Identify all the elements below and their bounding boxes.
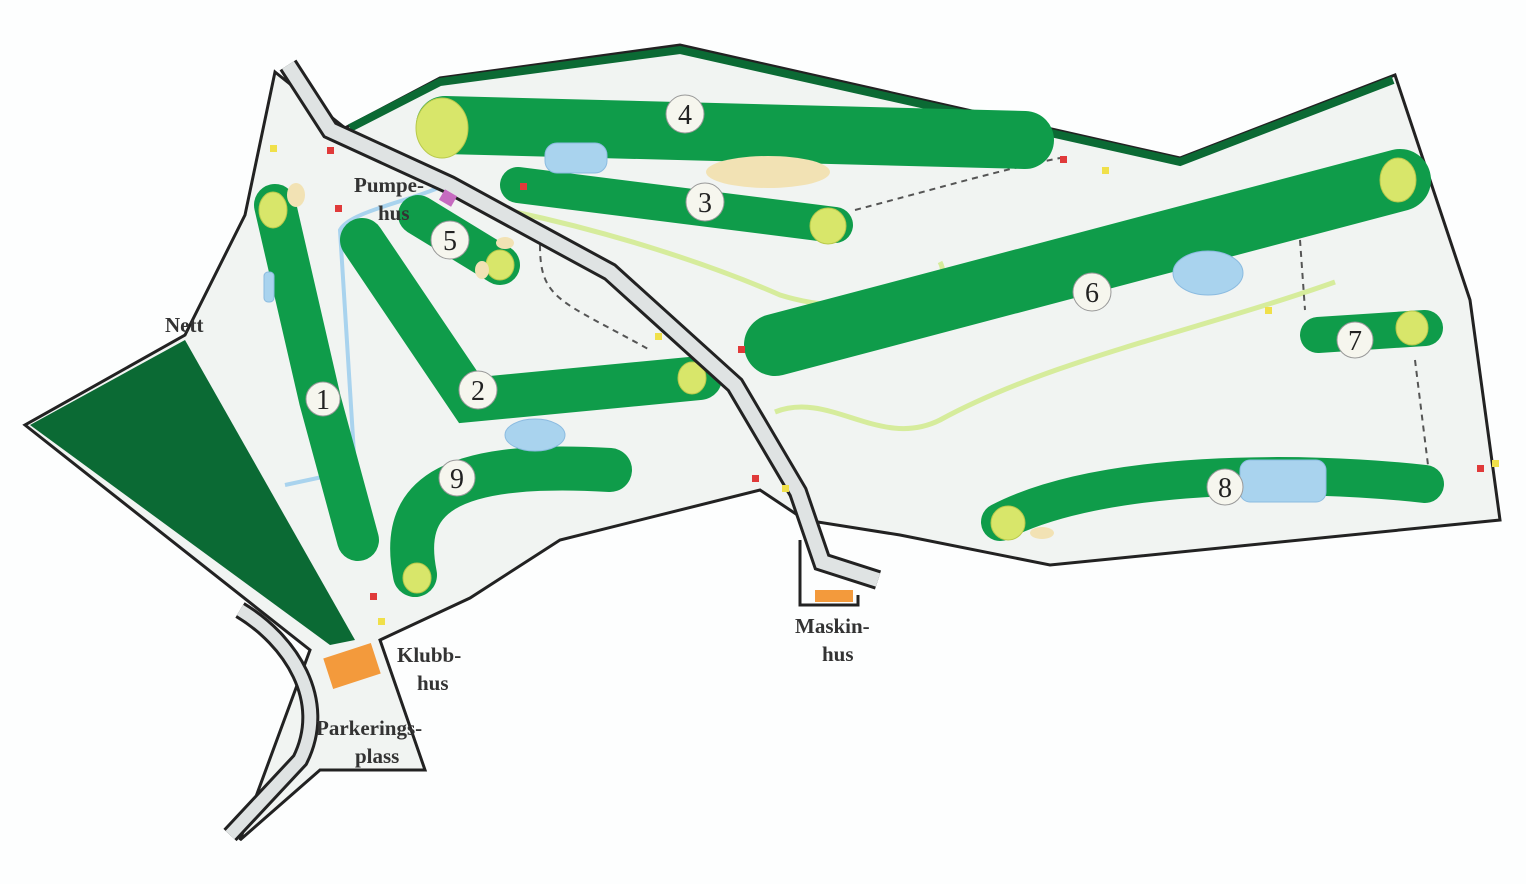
- parking-label: Parkerings-: [316, 716, 422, 740]
- walk-path: [539, 157, 1429, 466]
- pumphouse-label: Pumpe-: [354, 173, 424, 197]
- pond: [1172, 250, 1244, 296]
- green-1: [258, 191, 288, 229]
- bunker: [475, 261, 489, 279]
- bunker: [496, 237, 514, 249]
- green-7: [1395, 310, 1429, 346]
- tee-marker: [1265, 307, 1272, 314]
- tee-marker: [378, 618, 385, 625]
- svg-text:4: 4: [678, 100, 692, 131]
- svg-text:9: 9: [450, 464, 464, 495]
- hole-numbers: 1 2 3 4 5 6 7 8 9: [305, 94, 1374, 506]
- pond: [1239, 459, 1327, 503]
- tee-marker: [520, 183, 527, 190]
- tee-marker: [1102, 167, 1109, 174]
- hole-7-marker[interactable]: 7: [1336, 321, 1374, 359]
- tee-marker: [782, 485, 789, 492]
- tee-marker: [270, 145, 277, 152]
- fairway-9: [390, 446, 632, 597]
- hole-4-marker[interactable]: 4: [665, 94, 705, 134]
- tee-marker: [752, 475, 759, 482]
- tee-marker: [655, 333, 662, 340]
- svg-text:1: 1: [316, 385, 330, 416]
- water-hazards: [263, 142, 1327, 503]
- tee-marker: [1060, 156, 1067, 163]
- bunker: [287, 183, 305, 207]
- pond: [544, 142, 608, 174]
- fairway-3: [500, 167, 853, 243]
- hole-6-marker[interactable]: 6: [1072, 272, 1112, 312]
- svg-text:5: 5: [443, 226, 457, 257]
- hole-9-marker[interactable]: 9: [438, 459, 476, 497]
- clubhouse-building: [323, 643, 381, 689]
- bunker: [1030, 527, 1054, 539]
- tee-marker: [1477, 465, 1484, 472]
- road: [282, 61, 881, 587]
- tee-marker: [1492, 460, 1499, 467]
- green-2: [677, 361, 707, 395]
- machine-shed-label: Maskin-: [795, 614, 870, 638]
- green-5: [485, 249, 515, 281]
- tee-marker: [738, 346, 745, 353]
- access-road: [225, 604, 317, 840]
- green-6: [1379, 157, 1417, 203]
- machine-shed-building: [815, 590, 853, 602]
- svg-text:6: 6: [1085, 278, 1099, 309]
- hole-3-marker[interactable]: 3: [685, 182, 725, 222]
- svg-text:8: 8: [1218, 473, 1232, 504]
- tree-line: [348, 45, 1395, 167]
- bunker: [706, 156, 830, 188]
- svg-text:7: 7: [1348, 326, 1362, 357]
- green-3: [809, 207, 847, 245]
- green-9: [402, 562, 432, 594]
- hole-2-marker[interactable]: 2: [458, 370, 498, 410]
- fairway-4: [416, 96, 1054, 169]
- driving-range-net: [30, 340, 355, 645]
- greens: [258, 97, 1429, 594]
- hole-5-marker[interactable]: 5: [430, 220, 470, 260]
- nett-label: Nett: [165, 313, 203, 337]
- hole-1-marker[interactable]: 1: [305, 381, 341, 417]
- clubhouse-label: Klubb-: [397, 643, 461, 667]
- svg-text:2: 2: [471, 376, 485, 407]
- tee-marker: [335, 205, 342, 212]
- pumphouse-label: hus: [378, 201, 410, 225]
- svg-text:3: 3: [698, 188, 712, 219]
- tee-marker: [327, 147, 334, 154]
- tee-markers: [270, 145, 1499, 625]
- pumphouse-building: [438, 189, 458, 207]
- green-4: [415, 97, 469, 159]
- hole-8-marker[interactable]: 8: [1206, 468, 1244, 506]
- machine-shed-outline: [798, 540, 860, 607]
- pond: [504, 418, 566, 452]
- green-8: [990, 505, 1026, 541]
- cart-path: [774, 279, 1336, 432]
- fairway-8: [981, 457, 1444, 541]
- bunkers: [287, 156, 1054, 539]
- parking-label: plass: [355, 744, 399, 768]
- fairway-6: [744, 149, 1431, 376]
- tee-marker: [370, 593, 377, 600]
- machine-shed-label: hus: [822, 642, 854, 666]
- pond: [263, 271, 275, 303]
- clubhouse-label: hus: [417, 671, 449, 695]
